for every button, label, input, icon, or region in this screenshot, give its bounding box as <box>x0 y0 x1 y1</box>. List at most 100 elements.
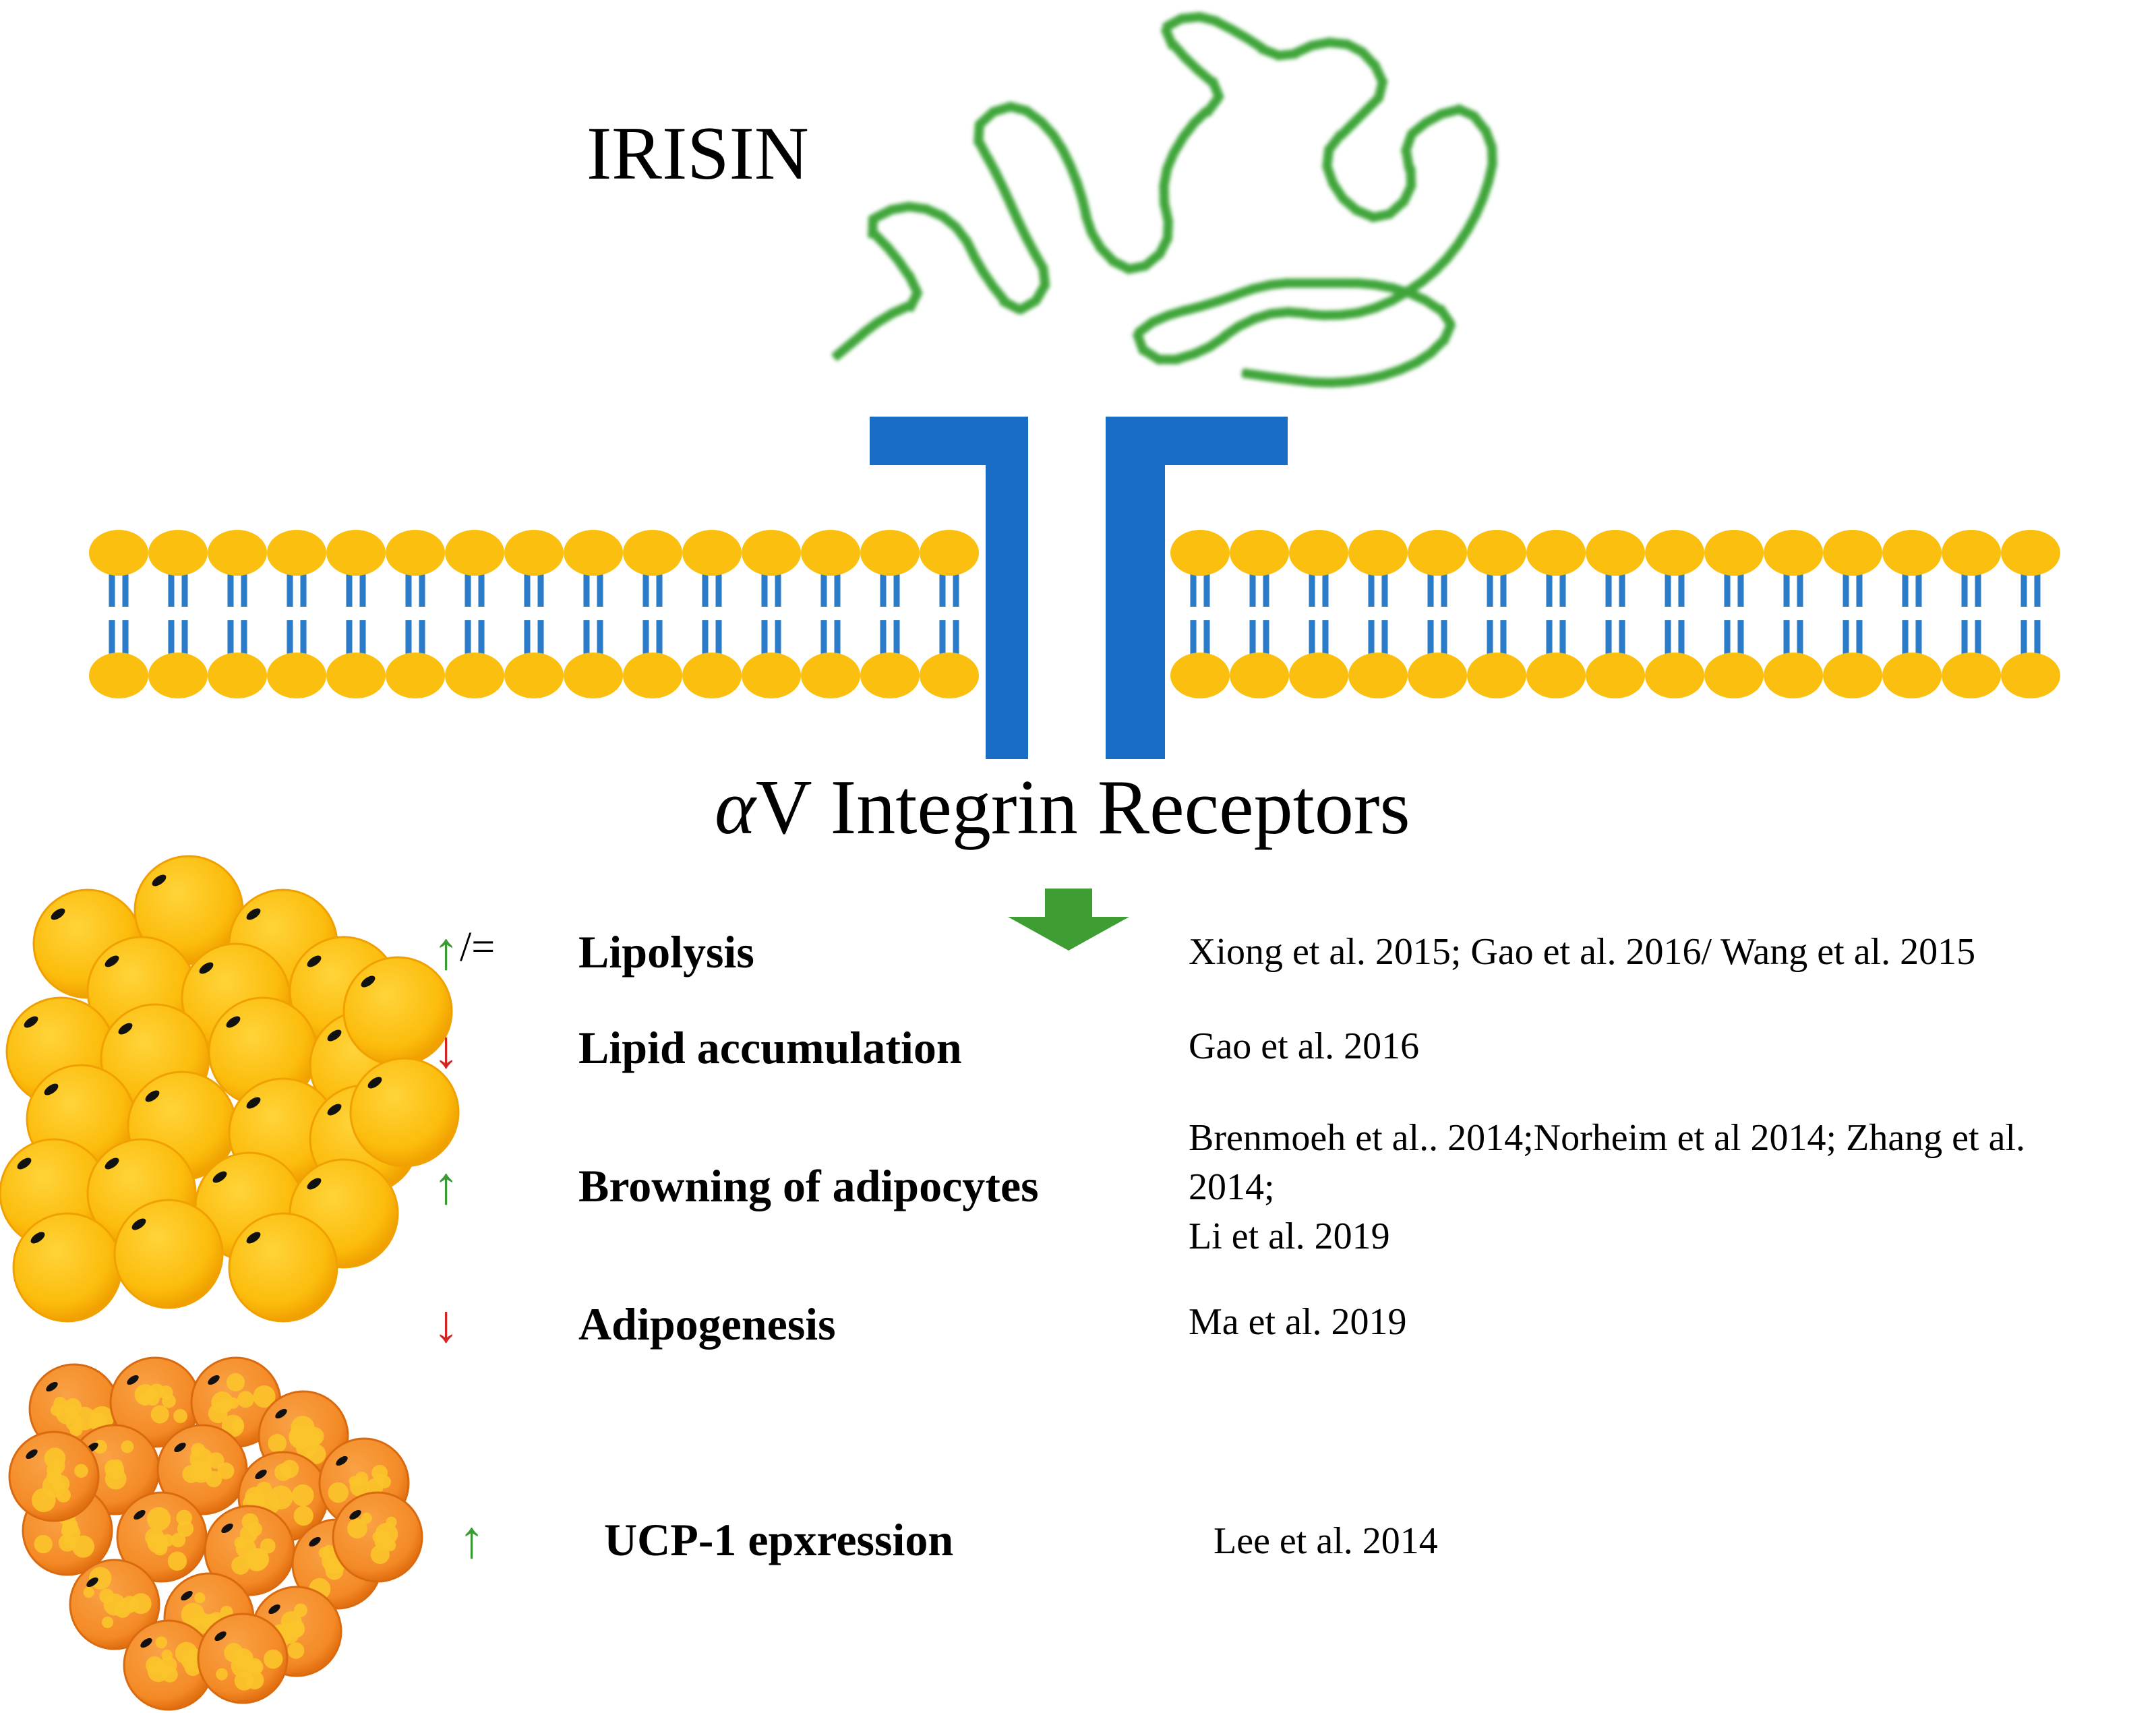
protein-residue <box>1132 330 1149 355</box>
receptor-label: V Integrin Receptors <box>755 764 1410 851</box>
down-arrow-icon <box>1008 889 1129 951</box>
lipid-head <box>504 530 564 576</box>
adipocyte-nucleus <box>24 1016 38 1028</box>
lipid-head <box>564 530 623 576</box>
lipid-head <box>386 530 445 576</box>
adipocyte-nucleus <box>361 975 376 988</box>
lipid-molecule <box>1230 530 1289 698</box>
adipocyte-body <box>12 1212 123 1323</box>
lipid-droplet <box>146 1507 171 1531</box>
effect-indicator-icon: ↑ <box>433 1156 459 1215</box>
brown-adipocyte <box>109 1356 201 1448</box>
adipocyte-nucleus <box>367 1077 382 1089</box>
lipid-molecule <box>1942 530 2001 698</box>
adipocyte-nucleus <box>208 1375 220 1385</box>
lipid-head <box>682 530 742 576</box>
lipid-head <box>1348 653 1408 698</box>
lipid-head <box>1586 530 1645 576</box>
lipid-droplet <box>234 1536 247 1549</box>
lipid-head <box>267 530 326 576</box>
lipid-molecule <box>1645 530 1704 698</box>
adipocyte-nucleus <box>181 1590 193 1601</box>
adipocyte-nucleus <box>221 1523 233 1534</box>
lipid-droplet <box>274 1463 293 1481</box>
lipid-head <box>326 653 386 698</box>
lipid-head <box>89 530 148 576</box>
lipid-molecule <box>860 530 920 698</box>
lipid-droplet <box>182 1465 201 1483</box>
effect-reference: Brenmoeh et al.. 2014;Norheim et al 2014… <box>1189 1117 2025 1159</box>
lipid-droplet <box>191 1443 206 1457</box>
adipocyte-nucleus <box>268 1604 280 1615</box>
lipid-droplet <box>375 1522 398 1546</box>
protein-residue <box>1302 278 1325 289</box>
lipid-head <box>1408 653 1467 698</box>
lipid-molecule <box>920 530 979 698</box>
lipid-head <box>1526 653 1586 698</box>
lipid-droplet <box>104 1460 121 1476</box>
protein-residue <box>1336 278 1360 289</box>
protein-residue <box>1322 146 1334 170</box>
lipid-droplet <box>161 1650 173 1661</box>
lipid-head <box>1289 530 1348 576</box>
lipid-head <box>564 653 623 698</box>
lipid-droplet <box>147 1660 169 1683</box>
brown-adipocyte-cluster <box>8 1356 423 1711</box>
lipid-bilayer <box>89 530 2060 698</box>
lipid-droplet <box>241 1513 259 1530</box>
lipid-droplet <box>269 1485 293 1510</box>
effect-reference: Gao et al. 2016 <box>1189 1025 1420 1067</box>
adipocyte-nucleus <box>131 1218 146 1230</box>
lipid-molecule <box>89 530 148 698</box>
receptor-left-arm <box>870 417 1028 759</box>
effect-reference: Xiong et al. 2015; Gao et al. 2016/ Wang… <box>1189 931 1976 973</box>
protein-residue <box>1286 307 1310 319</box>
protein-residue <box>1308 37 1332 51</box>
effect-reference: Ma et al. 2019 <box>1189 1301 1407 1343</box>
effect-reference: Lee et al. 2014 <box>1214 1520 1438 1562</box>
brown-adipocyte <box>197 1613 289 1704</box>
lipid-droplet <box>171 1532 186 1548</box>
lipid-head <box>623 530 682 576</box>
lipid-droplet <box>347 1518 367 1539</box>
lipid-droplet <box>253 1385 276 1408</box>
adipocyte-nucleus <box>127 1375 139 1385</box>
effect-label: Adipogenesis <box>578 1298 836 1350</box>
adipocyte-nucleus <box>309 1536 321 1547</box>
lipid-droplet <box>146 1391 160 1406</box>
lipid-molecule <box>1526 530 1586 698</box>
lipid-droplet <box>194 1592 206 1604</box>
adipocyte-nucleus <box>145 1090 160 1102</box>
lipid-head <box>1170 653 1230 698</box>
lipid-head <box>801 653 860 698</box>
adipocyte-nucleus <box>307 955 322 967</box>
lipid-droplet <box>268 1434 287 1453</box>
adipocyte-nucleus <box>246 1232 261 1244</box>
lipid-head <box>1764 530 1823 576</box>
effect-indicator-icon: ↓ <box>433 1294 459 1353</box>
protein-residue <box>905 289 923 312</box>
lipid-head <box>623 653 682 698</box>
adipocyte-nucleus <box>307 1178 322 1190</box>
lipid-molecule <box>1704 530 1764 698</box>
effect-indicator-icon: ↑ <box>458 1510 485 1569</box>
protein-residue <box>888 202 912 215</box>
protein-residue <box>1284 278 1307 289</box>
lipid-head <box>1764 653 1823 698</box>
adipocyte-nucleus <box>214 1631 227 1642</box>
brown-adipocyte <box>116 1491 208 1583</box>
white-adipocyte <box>228 1212 338 1323</box>
lipid-molecule <box>148 530 208 698</box>
adipocyte-nucleus <box>104 955 119 967</box>
protein-residue <box>1266 278 1290 290</box>
adipocyte-nucleus <box>199 962 214 974</box>
lipid-head <box>1408 530 1467 576</box>
lipid-droplet <box>101 1616 114 1629</box>
lipid-droplet <box>167 1551 187 1571</box>
lipid-droplet <box>152 1540 168 1556</box>
alpha-symbol: α <box>715 764 756 851</box>
lipid-head <box>208 530 267 576</box>
lipid-molecule <box>208 530 267 698</box>
